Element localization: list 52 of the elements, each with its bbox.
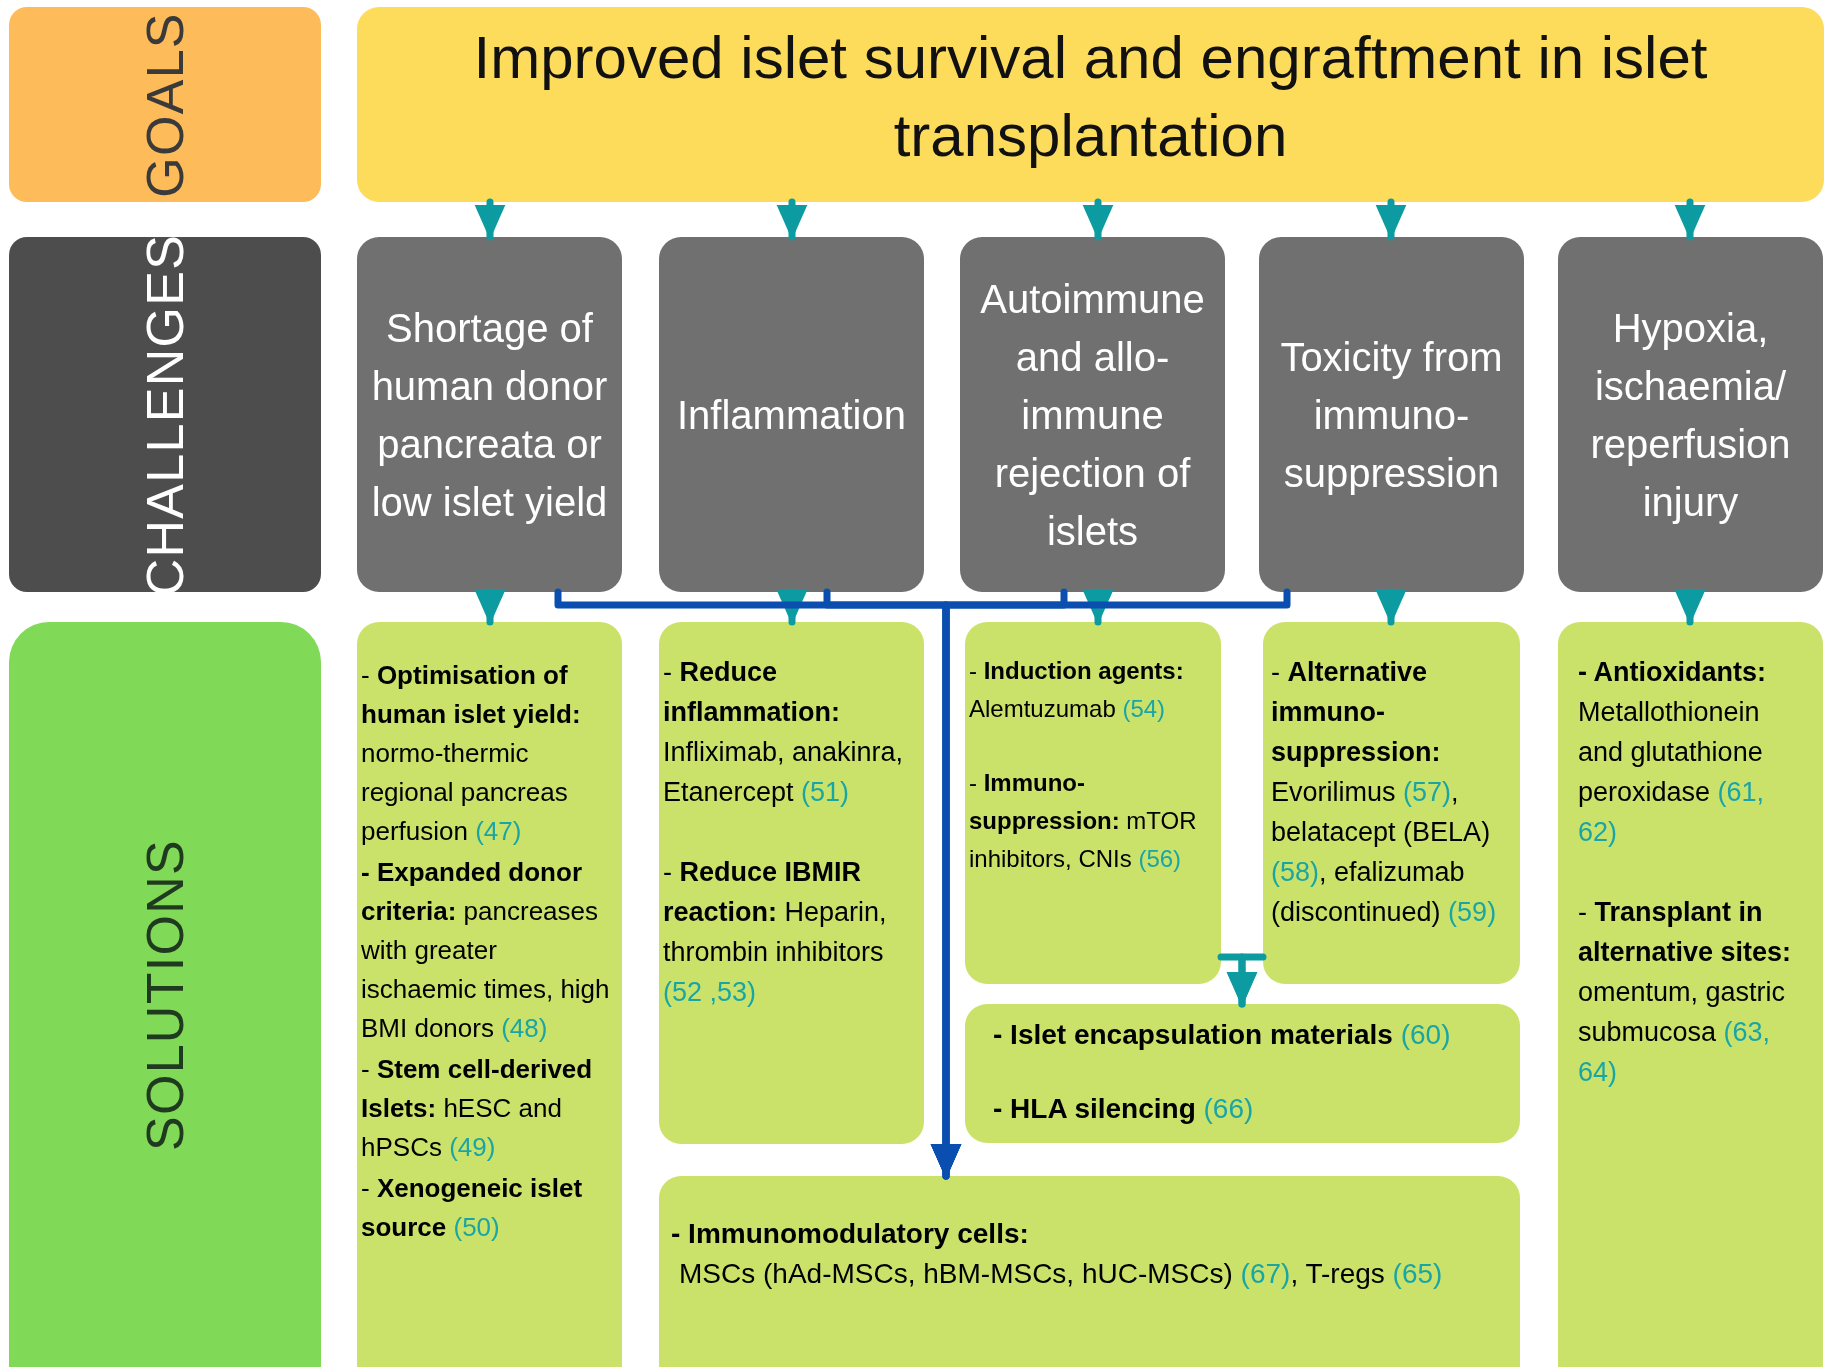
row-header-band (9, 622, 321, 1367)
solution-text: - Transplant in alternative sites: omentum, gastric submucosa (63, 64) (1578, 896, 1793, 1089)
solution-text: - Stem cell-derived Islets: hESC and hPSCs (49) (361, 1053, 594, 1164)
arrow (474, 198, 506, 241)
solution-text: - Immuno-suppression: mTOR inhibitors, CNIs (56) (969, 768, 1198, 874)
row-header-band (9, 237, 321, 592)
solution-box (965, 622, 1221, 984)
row-header: SOLUTIONS (135, 838, 195, 1151)
challenge-box (659, 237, 924, 592)
row-header-band (9, 7, 321, 202)
solution-box (1263, 622, 1520, 984)
arrow (776, 588, 808, 626)
solution-box (659, 622, 924, 1144)
challenge-box (1558, 237, 1823, 592)
arrow (1674, 588, 1706, 626)
arrow (1375, 588, 1407, 626)
solution-text: - Optimisation of human islet yield: normo-thermic regional pancreas perfusion (47) (361, 659, 582, 848)
solution-box (659, 1176, 1520, 1367)
arrow (1375, 198, 1407, 241)
goal-box (357, 7, 1824, 202)
challenge-text: Toxicity from immuno-suppression (1279, 333, 1504, 497)
arrow (930, 588, 1291, 1180)
goal-text: Improved islet survival and engraftment in islet transplantation (472, 23, 1709, 171)
solution-text: - Reduce inflammation: Infliximab, anakinra, Etanercept (51) (663, 656, 905, 809)
solution-text: - Immunomodulatory cells: (671, 1217, 1030, 1251)
challenge-text: Hypoxia, ischaemia/ reperfusion injury (1589, 304, 1792, 526)
arrow (776, 198, 808, 241)
challenge-text: Autoimmune and allo-immune rejection of islets (979, 275, 1206, 555)
arrow (1226, 953, 1267, 1008)
row-header: GOALS (135, 11, 195, 198)
solution-text: - Induction agents: Alemtuzumab (54) (969, 656, 1185, 724)
arrow (1082, 198, 1114, 241)
solution-text: - Antioxidants: Metallothionein and glutathione peroxidase (61, 62) (1578, 656, 1767, 849)
challenge-box (1259, 237, 1524, 592)
solution-box (965, 1004, 1520, 1143)
challenge-box (357, 237, 622, 592)
solution-text: - Alternative immuno-suppression: Evorilimus (57), belatacept (BELA) (58), efalizumab (discontinued) (59) (1271, 656, 1498, 929)
solution-text: - Reduce IBMIR reaction: Heparin, thrombin inhibitors (52 ,53) (663, 856, 888, 1009)
solution-text: - Islet encapsulation materials (60) (993, 1018, 1452, 1052)
challenge-text: Shortage of human donor pancreata or low islet yield (370, 304, 609, 526)
solution-box (1558, 622, 1823, 1367)
solution-text: - HLA silencing (66) (993, 1092, 1255, 1126)
row-header: CHALLENGES (135, 233, 195, 596)
solution-box (357, 622, 622, 1367)
arrow (1082, 588, 1114, 626)
solution-text: - Expanded donor criteria: pancreases with greater ischaemic times, high BMI donors (48) (361, 856, 611, 1045)
solution-text: MSCs (hAd-MSCs, hBM-MSCs, hUC-MSCs) (67), T-regs (65) (678, 1257, 1444, 1291)
solution-text: - Xenogeneic islet source (50) (361, 1172, 584, 1244)
challenge-box (960, 237, 1225, 592)
arrow (474, 588, 506, 626)
challenge-text: Inflammation (677, 391, 906, 439)
arrow (1674, 198, 1706, 241)
